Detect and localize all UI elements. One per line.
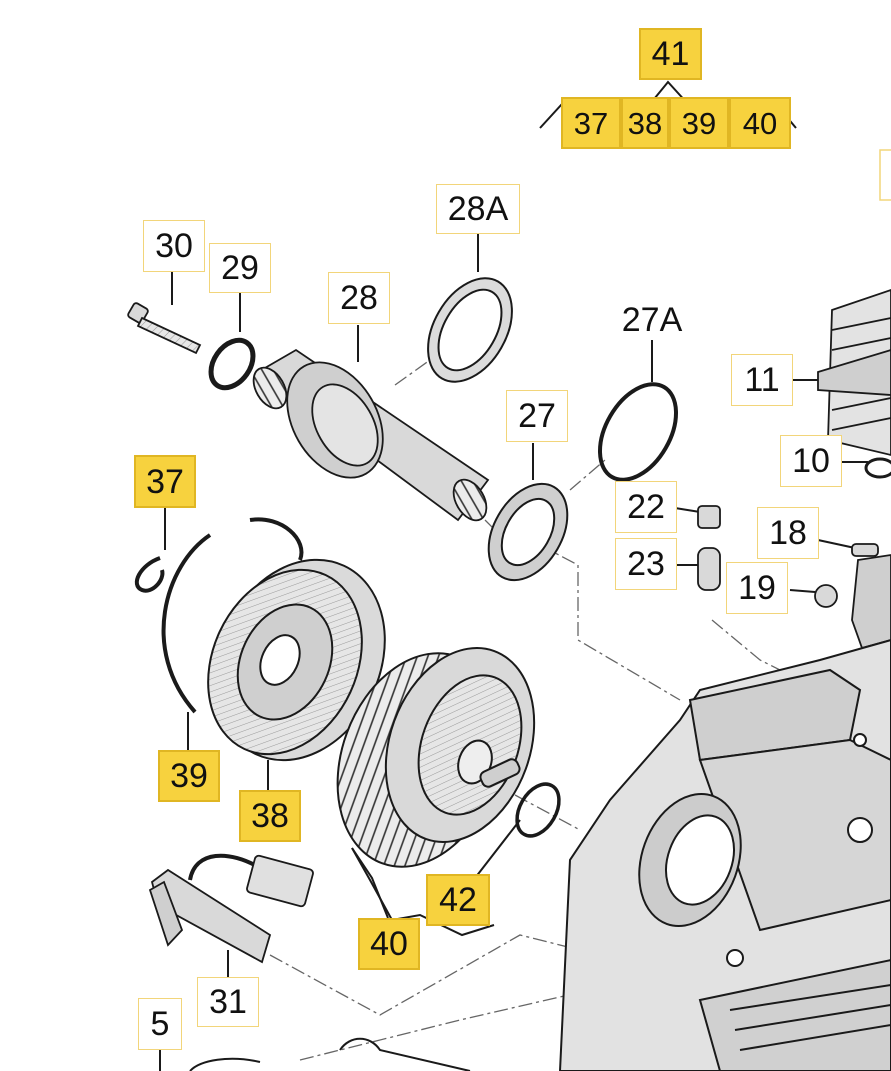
snap-ring-part-39 [161,517,304,714]
callout-39: 39 [158,750,220,802]
callout-39-top: 39 [669,97,729,149]
callout-38-top: 38 [621,97,669,149]
bolt-part-30 [127,302,202,355]
gearbox-housing [558,638,891,1071]
callout-22: 22 [615,481,677,533]
bracket-part-18 [851,543,891,650]
o-ring-part-10 [864,457,891,479]
drum-part-38 [207,558,386,762]
plug-part-22 [697,505,721,529]
callout-30: 30 [143,220,205,272]
callout-28: 28 [328,272,390,324]
circlip-part-37 [134,556,165,593]
callout-31: 31 [197,977,259,1027]
callout-29: 29 [209,243,271,293]
callout-37: 37 [134,455,196,508]
callout-11: 11 [731,354,793,406]
callout-37-top: 37 [561,97,621,149]
callout-19: 19 [726,562,788,614]
callout-40: 40 [358,918,420,970]
gasket-part [189,1037,471,1071]
shaft-part-28 [252,348,490,522]
callout-42: 42 [426,874,490,926]
callout-18: 18 [757,507,819,559]
callout-28A: 28A [436,184,520,234]
callout-40-top: 40 [729,97,791,149]
edge-label-box [879,149,891,201]
assembly-lines [269,359,841,1061]
pin-part-23 [697,547,721,591]
o-ring-part-29 [208,337,256,391]
callout-41: 41 [639,28,702,80]
callout-23: 23 [615,538,677,590]
callout-5: 5 [138,998,182,1050]
cooler-part-11 [817,289,891,456]
sensor-part-31 [148,853,314,964]
callout-27A: 27A [621,301,683,339]
callout-38: 38 [239,790,301,842]
clutch-pack-part-40 [336,647,536,868]
nut-part-19 [814,584,838,608]
callout-10: 10 [780,435,842,487]
o-ring-part-42 [515,782,561,838]
callout-27: 27 [506,390,568,442]
ring-part-27A [598,382,678,482]
